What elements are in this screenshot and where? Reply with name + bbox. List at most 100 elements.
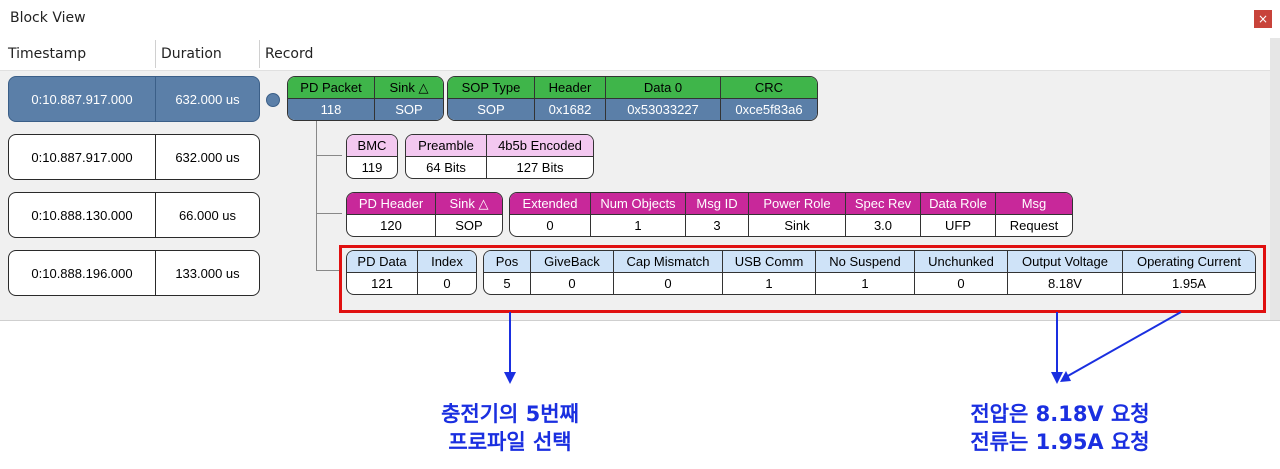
field-header: Data Role — [921, 193, 995, 215]
field-value: Request — [1009, 218, 1059, 233]
field-value: SOP — [455, 218, 483, 233]
field-header: Power Role — [749, 193, 845, 215]
column-divider[interactable] — [259, 40, 260, 68]
field-cell[interactable]: Sink △SOP — [436, 193, 502, 236]
row-duration: 133.000 us — [175, 265, 240, 281]
field-header: PD Data — [347, 251, 417, 273]
field-header: Msg ID — [686, 193, 748, 215]
column-duration[interactable]: Duration — [161, 46, 222, 62]
field-value: 8.18V — [1048, 276, 1082, 291]
highlight-box — [339, 245, 1266, 313]
field-value: 3.0 — [873, 218, 893, 233]
field-value: 121 — [371, 276, 393, 291]
field-header: Msg — [996, 193, 1072, 215]
column-divider[interactable] — [155, 40, 156, 68]
field-value: 1.95A — [1172, 276, 1206, 291]
field-header: CRC — [721, 77, 817, 99]
field-value: 0 — [443, 276, 451, 291]
row-duration: 632.000 us — [175, 91, 240, 107]
field-cell[interactable]: Spec Rev 3.0 — [846, 193, 921, 236]
expand-node-icon[interactable] — [266, 93, 280, 107]
table-row[interactable]: 0:10.888.196.000 133.000 us — [8, 250, 260, 296]
field-cell[interactable]: Unchunked 0 — [915, 251, 1008, 294]
tree-line — [316, 155, 342, 156]
field-header: Spec Rev — [846, 193, 920, 215]
annotation-left-line2: 프로파일 선택 — [448, 430, 572, 454]
field-header: 4b5b Encoded — [487, 135, 593, 157]
field-cell[interactable]: Msg ID 3 — [686, 193, 749, 236]
field-header: Pos — [484, 251, 530, 273]
field-header: Data 0 — [606, 77, 720, 99]
field-header: Sink △ — [375, 77, 443, 99]
field-header: GiveBack — [531, 251, 613, 273]
field-cell[interactable]: PD Data 121 — [347, 251, 418, 294]
field-cell[interactable]: Sink △SOP — [375, 77, 443, 120]
column-header-bar: Timestamp Duration Record — [0, 38, 1280, 71]
field-cell[interactable]: No Suspend 1 — [816, 251, 915, 294]
close-icon[interactable]: × — [1254, 10, 1272, 28]
field-value: 1 — [634, 218, 642, 233]
field-header: BMC — [347, 135, 397, 157]
field-value: 0 — [957, 276, 965, 291]
field-header: PD Packet — [288, 77, 374, 99]
field-value: 1 — [861, 276, 869, 291]
field-header: Index — [418, 251, 476, 273]
row-duration: 632.000 us — [175, 149, 240, 165]
block-view-window: Block View × Timestamp Duration Record 0… — [0, 0, 1280, 321]
column-record[interactable]: Record — [265, 46, 314, 62]
vertical-scrollbar[interactable] — [1270, 38, 1280, 320]
field-value: 0xce5f83a6 — [721, 99, 817, 120]
field-value: 0x53033227 — [606, 99, 720, 120]
window-title: Block View — [10, 10, 86, 26]
annotation-right-line2: 전류는 1.95A 요청 — [970, 430, 1150, 454]
field-header: No Suspend — [816, 251, 914, 273]
field-cell[interactable]: GiveBack 0 — [531, 251, 614, 294]
field-value: Sink — [784, 218, 810, 233]
field-cell[interactable]: Index 0 — [418, 251, 476, 294]
pd-data-block[interactable]: PD Data 121 Index 0 — [346, 250, 477, 295]
field-value: 3 — [713, 218, 721, 233]
row-timestamp: 0:10.888.196.000 — [9, 251, 156, 295]
field-value: 1 — [765, 276, 773, 291]
table-row-selected[interactable]: 0:10.887.917.000 632.000 us — [8, 76, 260, 122]
table-row[interactable]: 0:10.887.917.000 632.000 us — [8, 134, 260, 180]
field-value: 0 — [568, 276, 576, 291]
table-row[interactable]: 0:10.888.130.000 66.000 us — [8, 192, 260, 238]
field-cell[interactable]: Operating Current 1.95A — [1123, 251, 1255, 294]
field-value: 0 — [664, 276, 672, 291]
field-header: Unchunked — [915, 251, 1007, 273]
field-value: SOP — [375, 99, 443, 120]
column-timestamp[interactable]: Timestamp — [8, 46, 87, 62]
field-header: Operating Current — [1123, 251, 1255, 273]
row-timestamp: 0:10.887.917.000 — [9, 77, 156, 121]
field-value: SOP — [448, 99, 534, 120]
tree-line — [316, 213, 342, 214]
annotation-left-line1: 충전기의 5번째 — [441, 402, 579, 426]
row-duration: 66.000 us — [178, 207, 237, 223]
